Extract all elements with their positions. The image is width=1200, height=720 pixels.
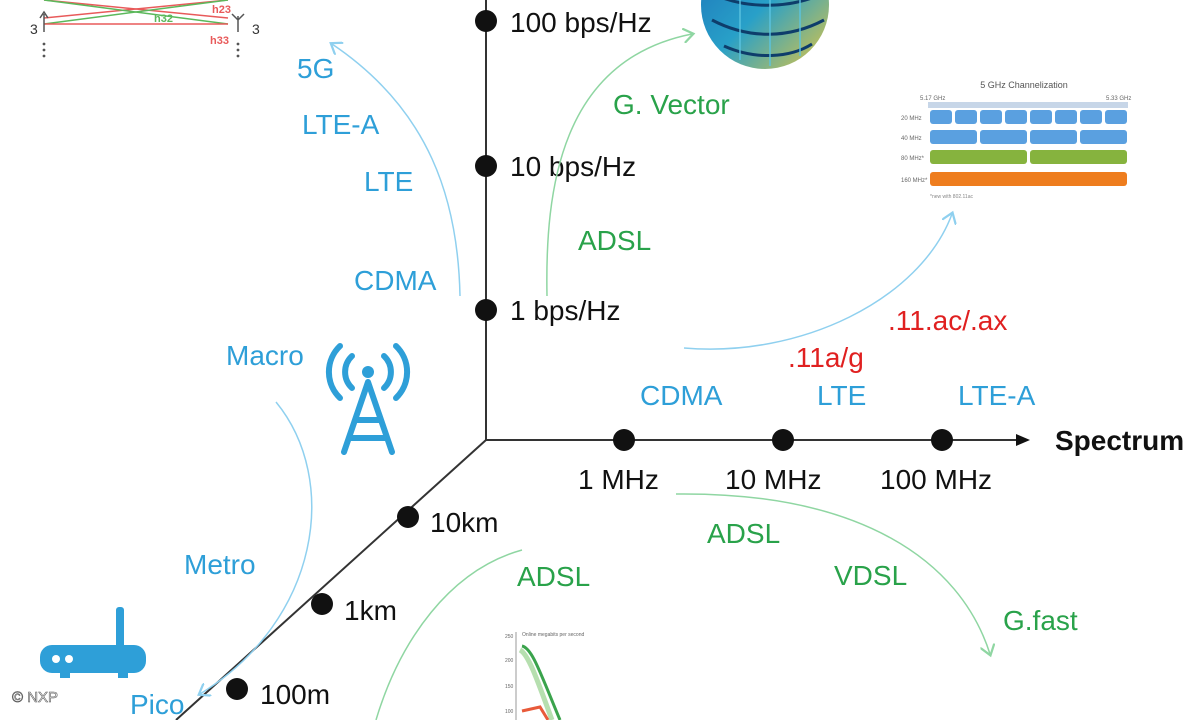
svg-text:250: 250 — [505, 634, 514, 640]
svg-text:3: 3 — [30, 21, 38, 37]
label-cdma-vertical: CDMA — [354, 265, 437, 296]
label-pico: Pico — [130, 689, 184, 720]
svg-text:*new with 802.11ac: *new with 802.11ac — [930, 194, 973, 200]
label-g-vector: G. Vector — [613, 89, 730, 120]
label-g-fast: G.fast — [1003, 605, 1078, 636]
svg-text:100: 100 — [505, 709, 514, 715]
label-adsl-vertical: ADSL — [578, 225, 651, 256]
svg-text:80 MHz*: 80 MHz* — [901, 156, 925, 162]
horizontal-axis-arrow — [1016, 434, 1030, 446]
broadband-chart-inset: Online megabits per second 250 200 150 1… — [505, 632, 584, 720]
network-globe-image — [701, 0, 829, 69]
tick-label-10mhz: 10 MHz — [725, 464, 821, 495]
router-icon — [40, 607, 146, 678]
svg-text:Online megabits per second: Online megabits per second — [522, 632, 584, 638]
label-lte-vertical: LTE — [364, 166, 413, 197]
label-11acax: .11.ac/.ax — [888, 305, 1007, 336]
label-metro: Metro — [184, 549, 256, 580]
copyright: © NXP — [12, 689, 58, 706]
arrow-wired-spectrum — [675, 493, 990, 654]
tick-label-1mhz: 1 MHz — [578, 464, 659, 495]
svg-text:h32: h32 — [154, 13, 173, 25]
svg-text:5 GHz Channelization: 5 GHz Channelization — [980, 80, 1068, 90]
svg-text:h23: h23 — [212, 4, 231, 16]
tick-label-100bps: 100 bps/Hz — [510, 7, 652, 38]
tick-label-1km: 1km — [344, 595, 397, 626]
tick-dot-100mhz — [931, 429, 953, 451]
tick-dot-10bps — [475, 155, 497, 177]
label-cdma-spectrum: CDMA — [640, 380, 723, 411]
label-adsl-distance: ADSL — [517, 561, 590, 592]
label-lte-a-vertical: LTE-A — [302, 109, 380, 140]
tick-label-100mhz: 100 MHz — [880, 464, 992, 495]
label-lte-spectrum: LTE — [817, 380, 866, 411]
tick-dot-10km — [397, 506, 419, 528]
cell-tower-icon — [325, 343, 411, 455]
tick-label-1bps: 1 bps/Hz — [510, 295, 621, 326]
arrow-cells — [200, 401, 313, 694]
tick-label-100m: 100m — [260, 679, 330, 710]
label-lte-a-spectrum: LTE-A — [958, 380, 1036, 411]
tick-dot-1mhz — [613, 429, 635, 451]
tick-dot-1bps — [475, 299, 497, 321]
tick-dot-10mhz — [772, 429, 794, 451]
arrow-wireless-vertical — [332, 44, 461, 297]
tick-dot-100m — [226, 678, 248, 700]
label-vdsl: VDSL — [834, 560, 907, 591]
svg-text:5.17 GHz: 5.17 GHz — [920, 96, 945, 102]
svg-text:3: 3 — [252, 21, 260, 37]
svg-text:5.33 GHz: 5.33 GHz — [1106, 96, 1131, 102]
arrow-wired-distance — [375, 549, 523, 720]
mimo-inset: 3 3 h32 h23 h33 — [30, 0, 260, 58]
svg-text:150: 150 — [505, 684, 514, 690]
svg-text:20 MHz: 20 MHz — [901, 116, 922, 122]
svg-text:200: 200 — [505, 658, 514, 664]
label-11ag: .11a/g — [788, 342, 864, 373]
arrow-wired-vertical — [546, 34, 692, 297]
label-adsl-spectrum: ADSL — [707, 518, 780, 549]
tick-label-10km: 10km — [430, 507, 498, 538]
tick-label-10bps: 10 bps/Hz — [510, 151, 636, 182]
tick-dot-1km — [311, 593, 333, 615]
svg-text:h33: h33 — [210, 35, 229, 47]
spectrum-axis-title: Spectrum — [1055, 425, 1184, 456]
arrow-wifi — [683, 214, 952, 350]
label-macro: Macro — [226, 340, 304, 371]
channelization-inset: 5 GHz Channelization 5.17 GHz 5.33 GHz 2… — [901, 80, 1131, 200]
label-5g: 5G — [297, 53, 334, 84]
svg-text:40 MHz: 40 MHz — [901, 136, 922, 142]
diagonal-axis — [175, 439, 487, 720]
tick-dot-100bps — [475, 10, 497, 32]
svg-text:160 MHz*: 160 MHz* — [901, 178, 928, 184]
